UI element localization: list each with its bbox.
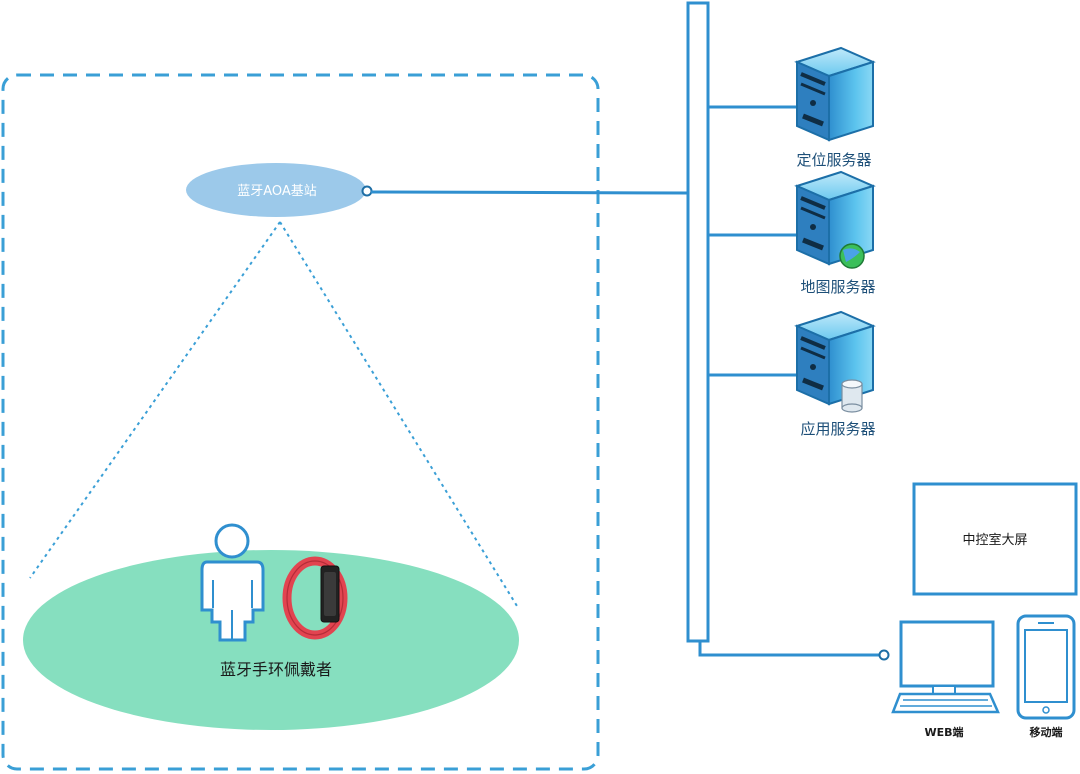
database-icon — [841, 379, 863, 413]
station-port — [361, 185, 373, 197]
network-backbone — [686, 1, 710, 643]
aoa-base-station-label: 蓝牙AOA基站 — [237, 184, 317, 199]
signal-cone-right — [279, 221, 518, 607]
branch-clients — [698, 641, 882, 657]
coverage-area-boundary — [1, 73, 600, 771]
person-icon — [200, 523, 265, 642]
signal-cone-left — [29, 221, 281, 579]
web-client-label: WEB端 — [924, 725, 963, 739]
mobile-client-label: 移动端 — [1030, 725, 1063, 739]
control-room-screen-label: 中控室大屏 — [962, 532, 1027, 548]
globe-icon — [839, 243, 865, 269]
map-server-label: 地图服务器 — [800, 278, 875, 296]
aoa-base-station — [186, 163, 366, 217]
mobile-phone-icon — [1016, 614, 1076, 720]
wristband-icon — [282, 556, 348, 640]
client-port — [878, 649, 890, 661]
positioning-server — [797, 48, 873, 140]
control-room-screen — [912, 482, 1078, 596]
station-link — [370, 190, 689, 195]
coverage-zone — [23, 550, 519, 730]
application-server-label: 应用服务器 — [800, 420, 875, 438]
positioning-server-label: 定位服务器 — [796, 151, 871, 169]
wearer-label: 蓝牙手环佩戴者 — [220, 660, 332, 679]
desktop-computer-icon — [891, 620, 1000, 714]
